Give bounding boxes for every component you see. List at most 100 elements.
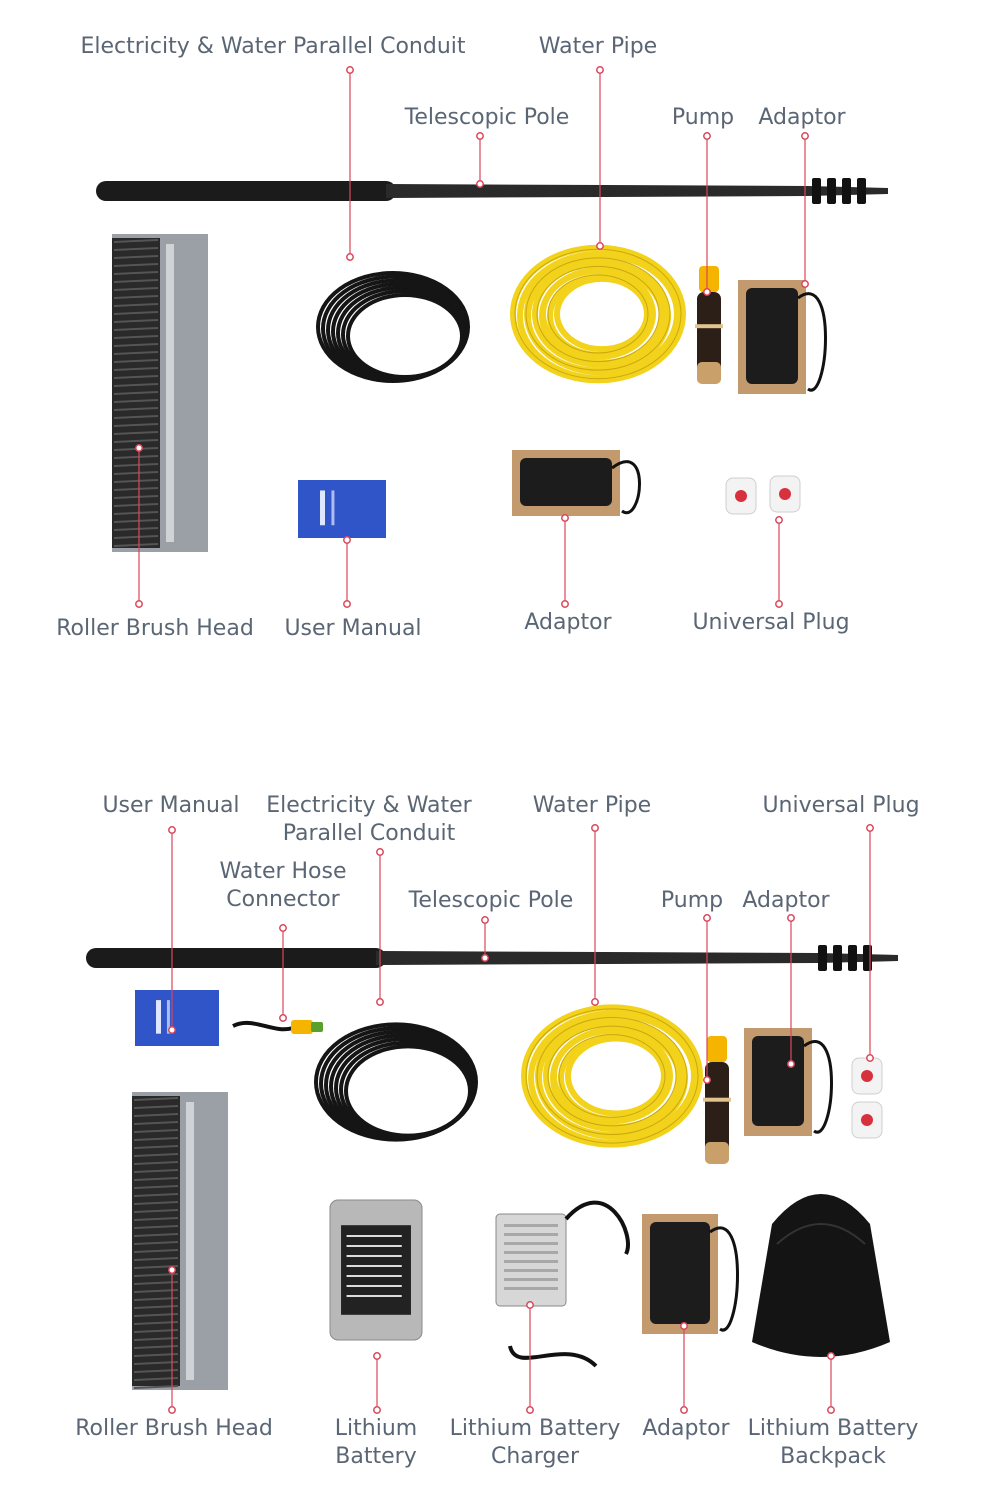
callout-text: User Manual bbox=[284, 616, 422, 641]
leader-dot-water-pipe bbox=[591, 998, 599, 1006]
callout-text: Roller Brush Head bbox=[75, 1416, 273, 1441]
backpack-image bbox=[752, 1194, 890, 1357]
leader-dot-universal-plug bbox=[775, 516, 783, 524]
callout-label-universal-plug: Universal Plug bbox=[762, 792, 919, 820]
callout-text: Charger bbox=[491, 1444, 579, 1469]
adaptor-top-image bbox=[738, 280, 827, 394]
leader-dot-battery-charger bbox=[526, 1301, 534, 1309]
leader-dot-roller-brush-head bbox=[135, 600, 143, 608]
callout-label-conduit: Electricity & Water Parallel Conduit bbox=[80, 33, 465, 61]
callout-text: Pump bbox=[671, 105, 735, 130]
leader-dot-water-pipe bbox=[596, 66, 604, 74]
user-manual-image bbox=[135, 990, 219, 1046]
leader-dot-user-manual bbox=[168, 826, 176, 834]
leader-dot-roller-brush-head bbox=[168, 1266, 176, 1274]
leader-dot-conduit bbox=[376, 998, 384, 1006]
leader-dot-pump bbox=[703, 132, 711, 140]
leader-dot-universal-plug bbox=[866, 824, 874, 832]
leader-dot-adaptor-bottom bbox=[561, 514, 569, 522]
leader-dot-water-hose-connector bbox=[279, 924, 287, 932]
leader-dot-lithium-battery bbox=[373, 1406, 381, 1414]
callout-label-universal-plug: Universal Plug bbox=[692, 609, 849, 637]
callout-text: Pump bbox=[660, 888, 724, 913]
callout-text: Universal Plug bbox=[762, 793, 920, 818]
leader-dot-telescopic-pole bbox=[476, 132, 484, 140]
roller-brush-head-image bbox=[112, 234, 208, 552]
callout-label-adaptor-bottom: Adaptor bbox=[524, 609, 611, 637]
leader-dot-user-manual bbox=[168, 1026, 176, 1034]
leader-dot-conduit bbox=[346, 66, 354, 74]
leader-dot-universal-plug bbox=[775, 600, 783, 608]
callout-text: Lithium bbox=[334, 1416, 418, 1441]
leader-dot-adaptor-top bbox=[787, 1060, 795, 1068]
leader-dot-adaptor-bottom bbox=[680, 1406, 688, 1414]
leader-dot-telescopic-pole bbox=[481, 954, 489, 962]
pump-image bbox=[703, 1036, 731, 1164]
callout-text: Water Pipe bbox=[538, 34, 658, 59]
leader-dot-lithium-battery bbox=[373, 1352, 381, 1360]
callout-text: Telescopic Pole bbox=[404, 105, 570, 130]
callout-text: Water Pipe bbox=[532, 793, 652, 818]
leader-dot-adaptor-top bbox=[801, 280, 809, 288]
plug-image-1 bbox=[851, 1057, 883, 1095]
callout-text: User Manual bbox=[102, 793, 240, 818]
callout-label-telescopic-pole: Telescopic Pole bbox=[405, 104, 570, 132]
leader-dot-battery-charger bbox=[526, 1406, 534, 1414]
roller-brush-head-image bbox=[132, 1092, 228, 1390]
callout-label-adaptor-top: Adaptor bbox=[758, 104, 845, 132]
lithium-battery-image bbox=[329, 1199, 423, 1341]
leader-dot-pump bbox=[703, 914, 711, 922]
callout-text: Electricity & Water bbox=[266, 793, 472, 818]
leader-dot-water-hose-connector bbox=[279, 1014, 287, 1022]
leader-dot-conduit bbox=[346, 253, 354, 261]
leader-dot-adaptor-top bbox=[801, 132, 809, 140]
callout-label-roller-brush-head: Roller Brush Head bbox=[75, 1415, 273, 1443]
callout-text: Water Hose bbox=[219, 859, 347, 884]
callout-text: Connector bbox=[226, 887, 340, 912]
callout-label-water-pipe: Water Pipe bbox=[533, 792, 651, 820]
callout-text: Lithium Battery bbox=[747, 1416, 919, 1441]
leader-dot-user-manual bbox=[343, 536, 351, 544]
callout-text: Parallel Conduit bbox=[282, 821, 456, 846]
leader-dot-roller-brush-head bbox=[168, 1406, 176, 1414]
leader-dot-battery-backpack bbox=[827, 1406, 835, 1414]
callout-label-adaptor-top: Adaptor bbox=[742, 887, 829, 915]
water-pipe-coil-image bbox=[510, 244, 686, 384]
callout-text: Adaptor bbox=[524, 610, 612, 635]
leader-dot-universal-plug bbox=[866, 1054, 874, 1062]
battery-charger-image bbox=[495, 1200, 630, 1368]
leader-dot-pump bbox=[703, 1076, 711, 1084]
callout-label-user-manual: User Manual bbox=[102, 792, 239, 820]
callout-text: Electricity & Water Parallel Conduit bbox=[80, 34, 466, 59]
callout-label-pump: Pump bbox=[672, 104, 734, 132]
plug-image-2 bbox=[851, 1101, 883, 1139]
callout-label-pump: Pump bbox=[661, 887, 723, 915]
callout-text: Adaptor bbox=[742, 888, 830, 913]
plug-image-2 bbox=[769, 475, 801, 513]
adaptor-bottom-image bbox=[642, 1214, 739, 1334]
callout-text: Battery bbox=[335, 1444, 417, 1469]
callout-label-adaptor-bottom: Adaptor bbox=[642, 1415, 729, 1443]
leader-dot-telescopic-pole bbox=[481, 916, 489, 924]
callout-text: Adaptor bbox=[642, 1416, 730, 1441]
leader-dot-water-pipe bbox=[596, 242, 604, 250]
leader-dot-user-manual bbox=[343, 600, 351, 608]
callout-label-telescopic-pole: Telescopic Pole bbox=[409, 887, 574, 915]
leader-dot-adaptor-top bbox=[787, 914, 795, 922]
water-hose-connector-image bbox=[232, 1020, 323, 1034]
callout-label-user-manual: User Manual bbox=[284, 615, 421, 643]
callout-text: Adaptor bbox=[758, 105, 846, 130]
leader-dot-adaptor-bottom bbox=[680, 1322, 688, 1330]
callout-label-roller-brush-head: Roller Brush Head bbox=[56, 615, 254, 643]
callout-text: Universal Plug bbox=[692, 610, 850, 635]
adaptor-bottom-image bbox=[512, 450, 641, 516]
user-manual-image bbox=[298, 480, 386, 538]
pump-image bbox=[695, 266, 723, 384]
adaptor-top-image bbox=[744, 1028, 833, 1136]
callout-text: Roller Brush Head bbox=[56, 616, 254, 641]
leader-dot-adaptor-bottom bbox=[561, 600, 569, 608]
